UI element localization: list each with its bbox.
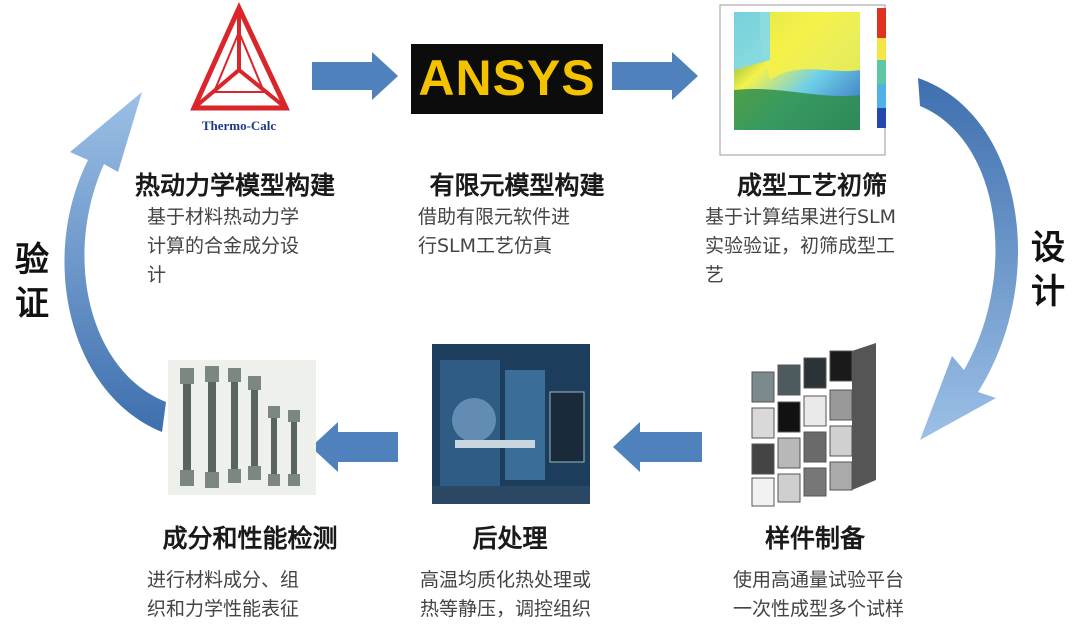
desc-line: 计算的合金成分设 — [147, 235, 300, 257]
desc-line: 一次性成型多个试样 — [733, 598, 905, 620]
desc-line: 基于材料热动力学 — [147, 206, 300, 228]
desc-line: 基于计算结果进行SLM — [705, 206, 897, 228]
desc-line: 计 — [147, 264, 167, 286]
thermo-calc-logo-text: Thermo-Calc — [201, 118, 277, 133]
step-desc-composition-testing: 进行材料成分、组 织和力学性能表征 — [147, 566, 347, 624]
desc-line: 实验验证，初筛成型工 — [705, 235, 896, 257]
step-title-sample-preparation: 样件制备 — [764, 524, 865, 553]
side-label-verify: 验证 — [15, 240, 49, 324]
desc-line: 热等静压，调控组织 — [420, 598, 592, 620]
arrow-step4-to-step5 — [613, 422, 702, 472]
ansys-logo — [411, 44, 603, 114]
desc-line: 高温均质化热处理或 — [420, 569, 592, 591]
desc-line: 织和力学性能表征 — [147, 598, 300, 620]
step-desc-thermodynamic-model: 基于材料热动力学 计算的合金成分设 计 — [147, 203, 347, 290]
side-label-design: 设计 — [1031, 228, 1065, 312]
ansys-logo-text: ANSYS — [418, 50, 596, 106]
step-desc-fem-model: 借助有限元软件进 行SLM工艺仿真 — [418, 203, 618, 261]
step-desc-sample-preparation: 使用高通量试验平台 一次性成型多个试样 — [733, 566, 963, 624]
step-desc-process-screening: 基于计算结果进行SLM 实验验证，初筛成型工 艺 — [705, 203, 945, 290]
arrow-step5-to-step6 — [311, 422, 398, 472]
step-title-post-processing: 后处理 — [472, 524, 548, 553]
desc-line: 借助有限元软件进 — [418, 206, 571, 228]
step-title-thermodynamic-model: 热动力学模型构建 — [134, 171, 335, 200]
arrow-right-cycle — [918, 78, 1019, 440]
step-title-process-screening: 成型工艺初筛 — [736, 171, 887, 200]
arrow-step1-to-step2 — [312, 52, 398, 100]
thermo-calc-logo — [190, 2, 290, 111]
desc-line: 使用高通量试验平台 — [733, 569, 905, 591]
desc-line: 行SLM工艺仿真 — [418, 235, 553, 257]
process-map-plot — [719, 4, 886, 156]
arrow-left-cycle — [64, 92, 166, 432]
heat-treatment-machine-photo — [432, 344, 590, 504]
step-title-fem-model: 有限元模型构建 — [429, 171, 605, 200]
desc-line: 进行材料成分、组 — [147, 569, 300, 591]
step-title-composition-testing: 成分和性能检测 — [162, 524, 338, 553]
arrow-step2-to-step3 — [612, 52, 698, 100]
desc-line: 艺 — [705, 264, 725, 286]
sample-array-image — [745, 343, 895, 507]
step-desc-post-processing: 高温均质化热处理或 热等静压，调控组织 — [420, 566, 640, 624]
tensile-specimens-photo — [168, 360, 316, 495]
